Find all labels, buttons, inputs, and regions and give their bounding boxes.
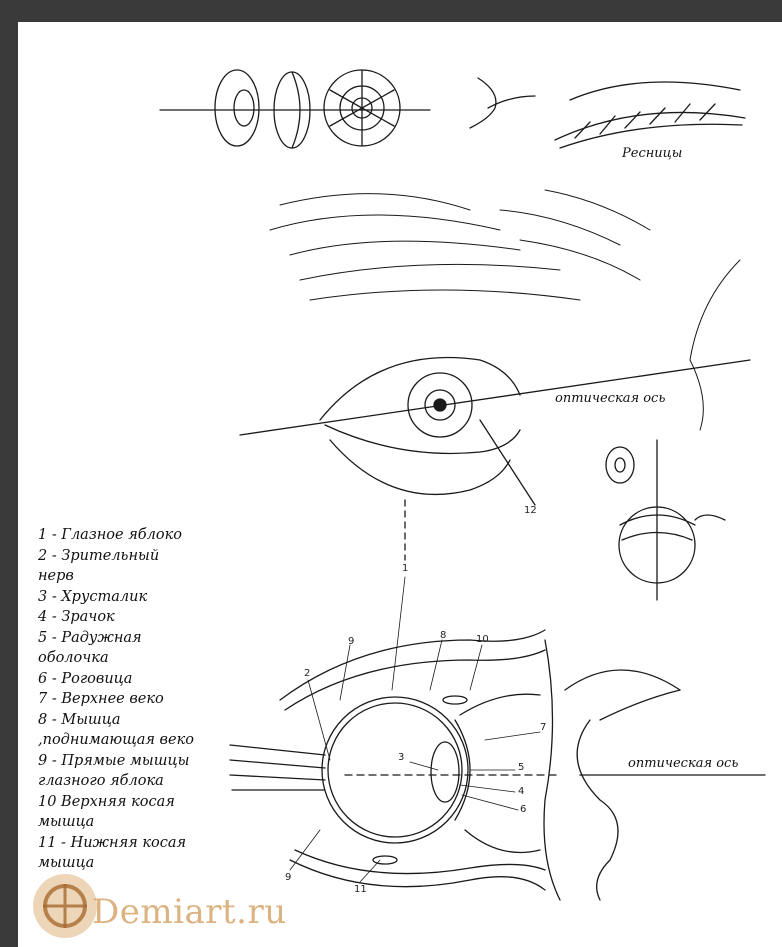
brow-hatching [270,190,740,430]
callout-8: 8 [440,630,446,641]
callout-10: 10 [476,634,489,645]
callout-3: 3 [398,752,404,763]
callout-7: 7 [540,722,546,733]
legend-line: 9 - Прямые мышцы [38,751,238,772]
callout-1: 1 [402,563,408,574]
legend: 1 - Глазное яблоко 2 - Зрительный нерв 3… [38,525,238,874]
legend-line: 10 Верхняя косая [38,792,238,813]
legend-line: 1 - Глазное яблоко [38,525,238,546]
eyelashes-label: Ресницы [622,146,682,161]
legend-line: мышца [38,812,238,833]
legend-line: оболочка [38,648,238,669]
legend-line: 4 - Зрачок [38,607,238,628]
legend-line: 3 - Хрусталик [38,587,238,608]
callout-9: 9 [348,636,354,647]
frontal-eye-sketch [240,358,750,561]
legend-line: нерв [38,566,238,587]
callout-5: 5 [518,762,524,773]
legend-line: 6 - Роговица [38,669,238,690]
optical-axis-label-bottom: оптическая ось [628,756,738,771]
legend-line: 2 - Зрительный [38,546,238,567]
callout-leaders [290,577,540,882]
eyelid-side-sketch [470,78,535,128]
watermark-text: Demiart.ru [92,892,287,932]
callout-4: 4 [518,786,524,797]
optical-axis-label-top: оптическая ось [555,391,665,406]
legend-line: ,поднимающая веко [38,730,238,751]
eyelashes-sketch [555,82,745,148]
legend-line: глазного яблока [38,771,238,792]
callout-11: 11 [354,884,367,895]
legend-line: 11 - Нижняя косая [38,833,238,854]
callout-6: 6 [520,804,526,815]
callout-2: 2 [304,668,310,679]
legend-line: 5 - Радужная [38,628,238,649]
legend-line: 7 - Верхнее веко [38,689,238,710]
profile-sketch [565,670,765,900]
legend-line: 8 - Мышца [38,710,238,731]
cornea-forms-sketch [160,70,430,148]
eye-cross-section [230,630,560,900]
callout-12: 12 [524,505,537,516]
eyeball-profile-sketch [606,440,725,600]
